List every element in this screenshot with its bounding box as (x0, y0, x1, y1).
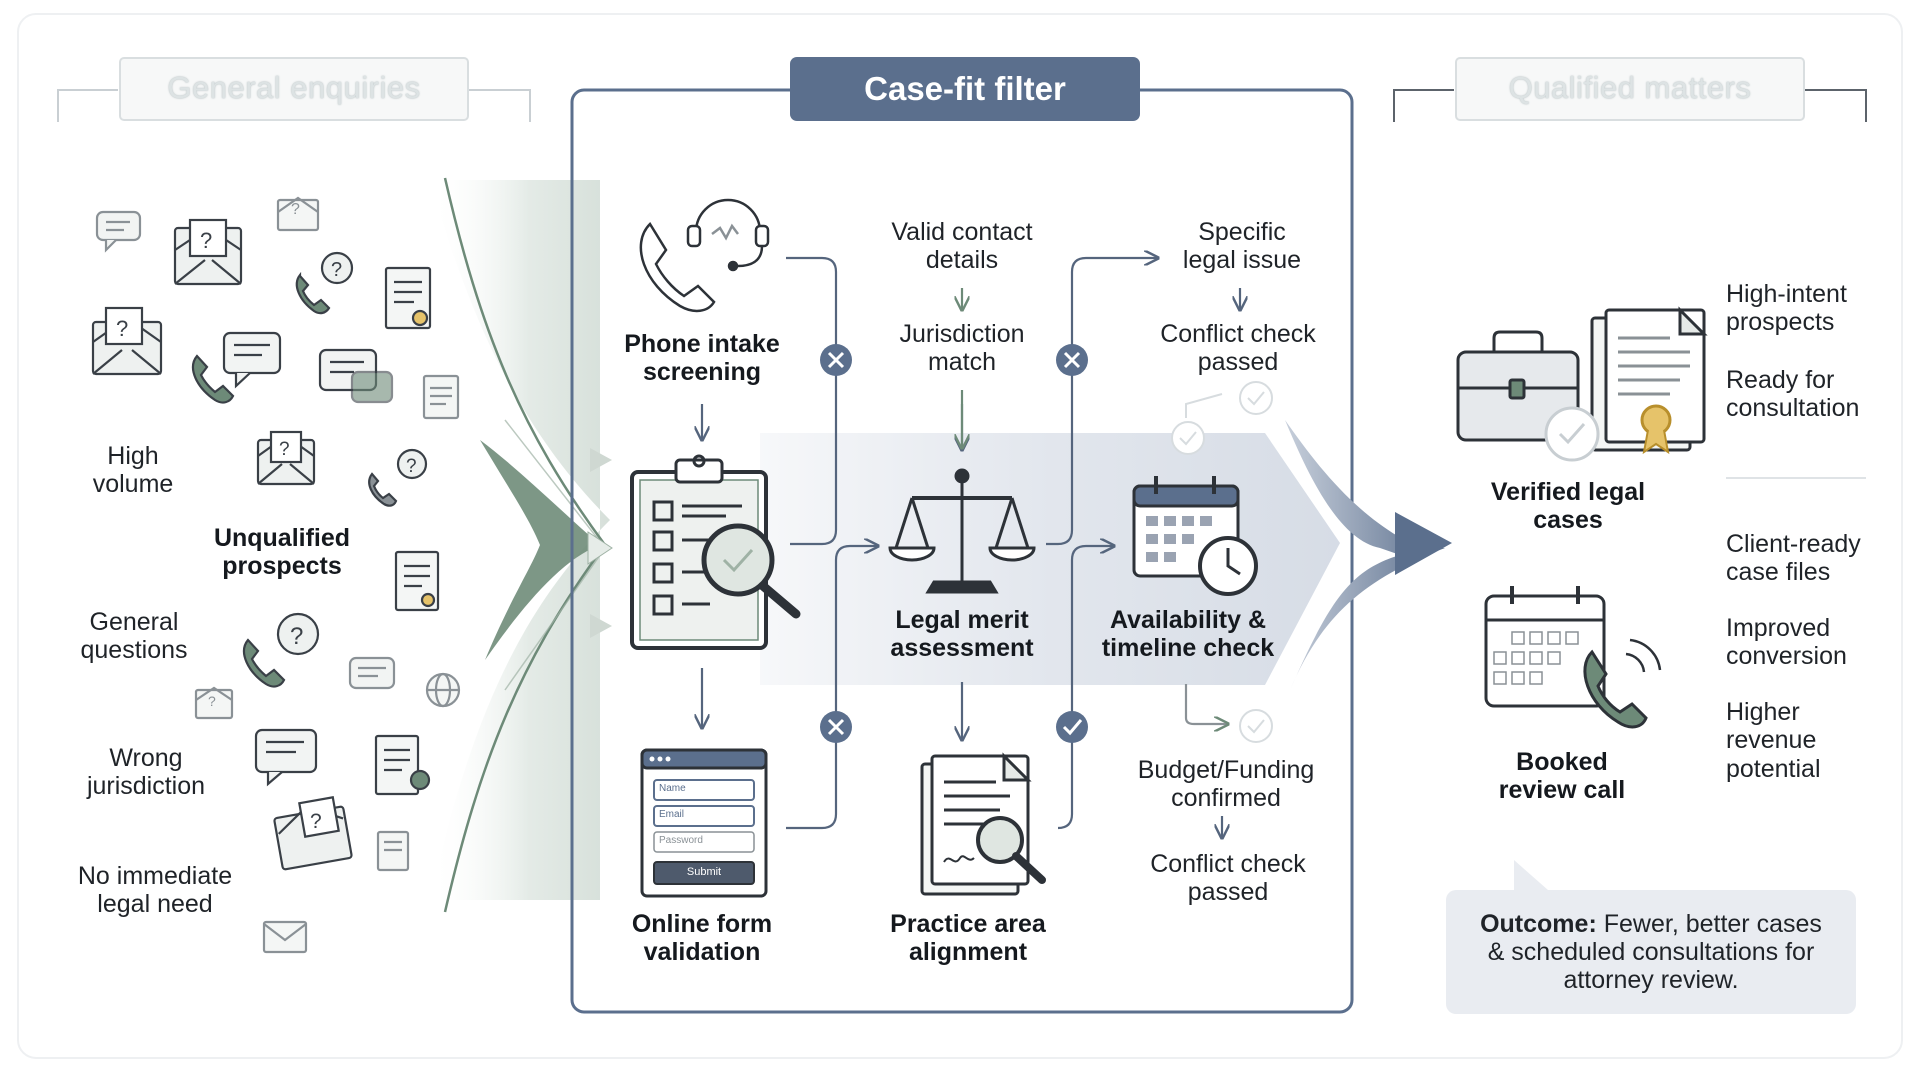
ghost-check-icons (1171, 381, 1273, 743)
calendar-phone-icon (1484, 586, 1662, 729)
phone-question-icon: ? (295, 251, 354, 315)
online-form-icon (640, 748, 768, 898)
calendar-clock-icon (1132, 476, 1258, 596)
chat-icon (254, 728, 318, 787)
center-header: Case-fit filter (790, 57, 1140, 121)
document-icon (376, 830, 410, 872)
form-email-field: Email (659, 809, 685, 820)
label-online-form: Online form validation (631, 910, 773, 967)
envelope-question-icon: ? (173, 218, 243, 286)
envelope-question-icon: ? (194, 686, 234, 720)
reject-marker (1056, 344, 1088, 376)
label-client-ready: Client-ready case files (1726, 530, 1861, 587)
form-name-field: Name (659, 783, 686, 794)
accept-marker (1056, 711, 1088, 743)
envelope-icon (262, 920, 308, 954)
reject-marker (820, 711, 852, 743)
label-ready: Ready for consultation (1726, 366, 1860, 423)
outcome-text: Outcome: Fewer, better cases & scheduled… (1480, 910, 1822, 994)
label-booked: Booked review call (1498, 748, 1626, 805)
funnel-tip-top (590, 448, 612, 472)
outcome-body: Fewer, better cases & scheduled consulta… (1487, 910, 1822, 994)
label-specific-issue: Specific legal issue (1182, 218, 1302, 275)
output-arrow-body (1285, 420, 1445, 690)
svg-text:?: ? (116, 316, 128, 341)
funnel-shade (430, 180, 610, 900)
briefcase-documents-icon (1456, 306, 1708, 462)
chat-icon (348, 656, 396, 690)
label-general-questions: General questions (80, 608, 188, 665)
label-practice-area: Practice area alignment (890, 910, 1046, 967)
label-availability: Availability & timeline check (1101, 606, 1275, 663)
reject-marker (820, 344, 852, 376)
label-high-intent: High-intent prospects (1726, 280, 1847, 337)
form-password-field: Password (659, 835, 703, 846)
funnel-inner-arrow (480, 440, 600, 660)
clipboard-magnifier-icon (630, 454, 801, 650)
label-conflict-top: Conflict check passed (1160, 320, 1316, 377)
label-wrong-jurisdiction: Wrong jurisdiction (86, 744, 206, 801)
svg-text:?: ? (291, 201, 300, 218)
right-header-bracket-l (1393, 89, 1454, 122)
svg-text:?: ? (200, 228, 212, 253)
label-valid-contact: Valid contact details (891, 218, 1033, 275)
right-header-box (1455, 57, 1805, 121)
phone-icon (191, 354, 235, 404)
sage-connectors (962, 288, 1228, 724)
label-higher-revenue: Higher revenue potential (1726, 698, 1821, 783)
right-header: Qualified matters (1508, 70, 1752, 105)
outcome-box: Outcome: Fewer, better cases & scheduled… (1446, 890, 1856, 1014)
left-header-bracket-l (57, 89, 118, 122)
left-header-box (119, 57, 469, 121)
document-seal-icon (394, 550, 440, 612)
svg-text:?: ? (279, 439, 290, 460)
outer-frame (17, 13, 1903, 1059)
globe-icon (425, 672, 461, 708)
form-submit-button: Submit (686, 866, 722, 878)
label-legal-merit: Legal merit assessment (890, 606, 1034, 663)
document-check-icon (374, 734, 431, 796)
label-budget: Budget/Funding confirmed (1137, 756, 1315, 813)
label-verified: Verified legal cases (1490, 478, 1646, 535)
label-high-volume: High volume (92, 442, 174, 499)
envelope-question-icon: ? (91, 306, 163, 376)
svg-text:?: ? (290, 623, 303, 650)
envelope-question-icon: ? (256, 430, 316, 486)
document-icon (422, 374, 460, 420)
label-no-need: No immediate legal need (77, 862, 233, 919)
envelope-question-icon: ? (276, 196, 320, 232)
scales-icon (888, 468, 1036, 594)
double-chat-icon (318, 348, 394, 404)
svg-text:?: ? (208, 693, 216, 709)
svg-text:?: ? (331, 259, 342, 281)
outcome-callout-tail (1514, 860, 1548, 890)
funnel-tip-mid (587, 531, 613, 565)
output-arrow-head (1395, 512, 1452, 575)
label-phone-intake: Phone intake screening (624, 330, 780, 387)
phone-question-icon: ? (368, 448, 428, 507)
chat-icon (222, 331, 282, 389)
label-improved: Improved conversion (1726, 614, 1847, 671)
envelope-question-icon: ? (273, 796, 353, 871)
scatter-icons: ? ? ? ? ? ? ? ? ? (91, 196, 461, 954)
label-conflict-bottom: Conflict check passed (1150, 850, 1306, 907)
phone-question-icon: ? (242, 612, 320, 688)
label-jurisdiction-match: Jurisdiction match (899, 320, 1025, 377)
left-header: General enquiries (167, 70, 421, 105)
right-header-bracket-r (1804, 89, 1867, 122)
chat-icon (95, 210, 142, 253)
left-header-bracket-r (468, 89, 531, 122)
label-unqualified: Unqualified prospects (213, 524, 351, 581)
document-magnifier-icon (920, 752, 1046, 896)
svg-text:?: ? (310, 810, 322, 833)
outcome-label: Outcome: (1480, 910, 1597, 938)
headset-phone-icon (639, 198, 770, 313)
document-seal-icon (384, 266, 432, 330)
svg-text:?: ? (406, 456, 417, 477)
funnel-tip-bottom (590, 614, 612, 638)
